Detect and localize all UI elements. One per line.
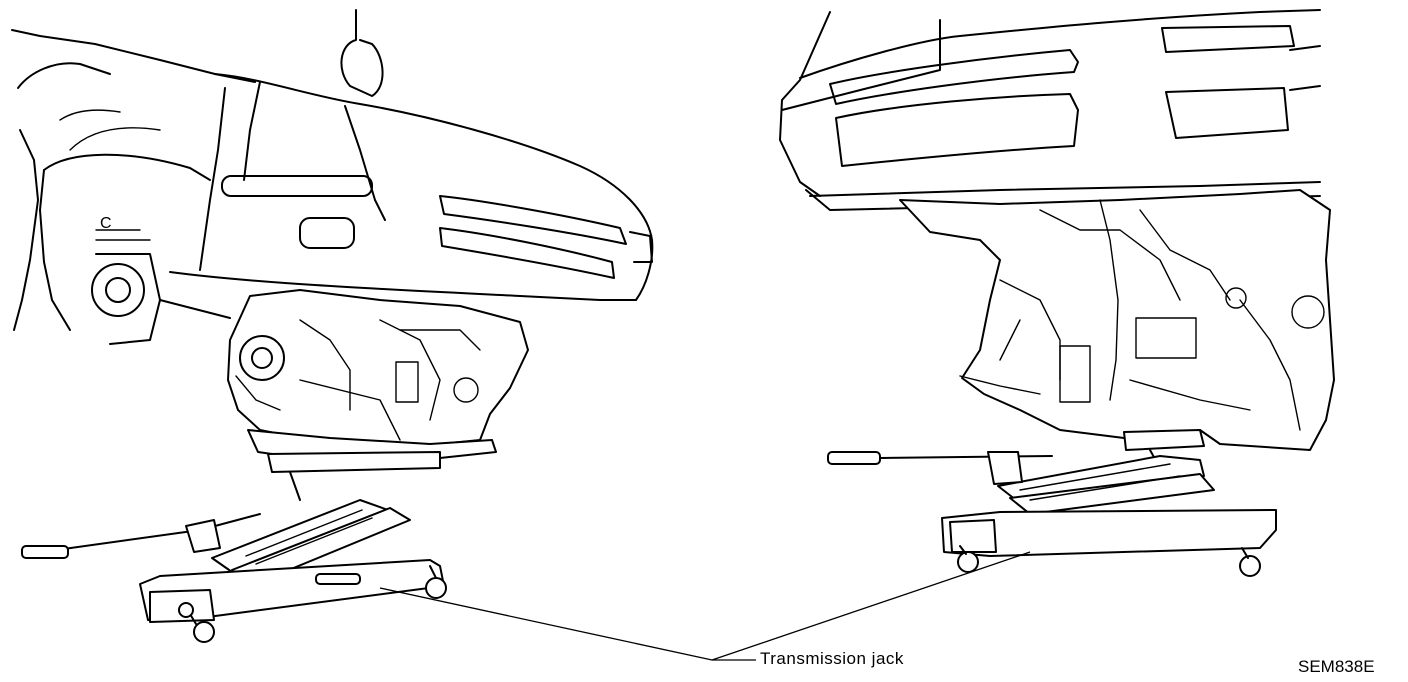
transmission-jack-label: Transmission jack [760,649,904,668]
figure-code: SEM838E [1298,657,1375,676]
svg-text:C: C [100,215,112,232]
left-car-view: C [11,9,654,643]
right-car-view [779,9,1335,577]
callout-leaders [379,551,1031,661]
